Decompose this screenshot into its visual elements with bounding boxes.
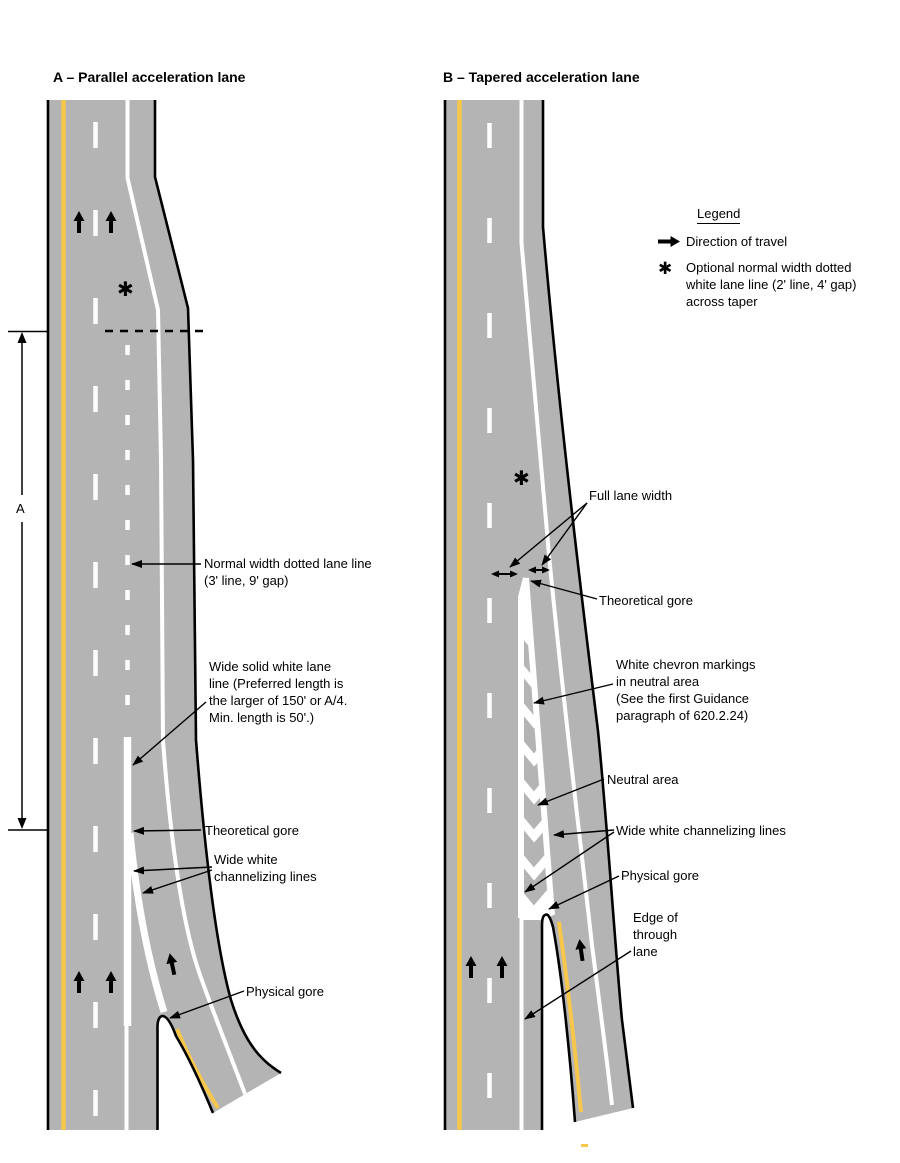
legend-item-direction-of-travel: Direction of travel [686,234,788,249]
panel-b-roadway [443,100,635,1147]
callout-theoretical-gore-b: Theoretical gore [599,593,693,608]
callout-chevron-markings: White chevron markings in neutral area (… [616,657,756,723]
optional-dotted-line-asterisk-a: ✱ [117,277,134,301]
panel-b-title: B – Tapered acceleration lane [443,69,640,85]
dimension-a [8,330,47,831]
leader-lines-a [131,560,245,1019]
legend-heading: Legend [697,206,741,224]
callout-edge-of-through-lane: Edge of through lane [633,910,678,959]
white-edge-line-b [519,100,614,1106]
optional-dotted-line-asterisk-icon: ✱ [658,259,673,279]
callout-theoretical-gore-a: Theoretical gore [205,823,299,838]
pavement-b [445,100,633,1130]
callout-physical-gore-a: Physical gore [246,984,325,999]
callout-channelizing-lines-b: Wide white channelizing lines [616,823,786,838]
callout-full-lane-width: Full lane width [589,488,673,503]
gore-and-ramp-edge-b [540,913,577,1130]
panel-a-roadway [8,100,282,1130]
right-channelizing-line-b [523,577,555,916]
callout-channelizing-lines-a: Wide white channelizing lines [214,852,317,884]
callout-neutral-area: Neutral area [607,772,679,787]
pavement-a [48,100,281,1130]
gore-and-ramp-edge-a [156,1014,215,1130]
dimension-arrowhead-up [17,332,27,343]
right-pavement-edge-b [541,100,635,1109]
callout-wide-solid-lane-line: Wide solid white lane line (Preferred le… [209,659,348,725]
ramp-yellow-line-b [557,921,583,1113]
callout-dotted-lane-line: Normal width dotted lane line (3' line, … [204,556,372,588]
right-channelizing-line-a [126,832,168,1014]
lane-width-arrows-b [491,566,550,578]
legend-item-optional-dotted-line: Optional normal width dotted white lane … [686,260,857,309]
callout-physical-gore-b: Physical gore [621,868,700,883]
direction-of-travel-arrow-icon [658,236,680,247]
dimension-a-label: A [16,501,25,516]
leader-lines-b [509,502,632,1020]
right-pavement-edge-a [153,100,282,1075]
white-edge-line-a [125,100,247,1095]
optional-dotted-line-asterisk-b: ✱ [513,466,530,490]
panel-a-title: A – Parallel acceleration lane [53,69,246,85]
stray-yellow-mark [581,1144,588,1147]
ramp-yellow-line-a [175,1028,220,1110]
dimension-arrowhead-down [17,818,27,829]
